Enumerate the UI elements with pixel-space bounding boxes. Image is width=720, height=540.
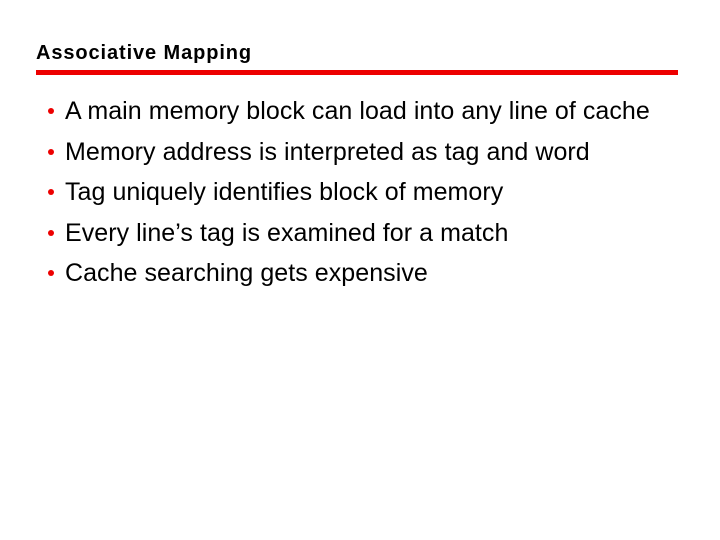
bullet-list: A main memory block can load into any li… [36, 91, 684, 294]
list-item: A main memory block can load into any li… [36, 91, 684, 132]
list-item: Memory address is interpreted as tag and… [36, 132, 684, 173]
list-item: Tag uniquely identifies block of memory [36, 172, 684, 213]
title-underline-rule [36, 70, 678, 75]
list-item-label: Tag uniquely identifies block of memory [65, 178, 504, 206]
red-dot-bullet-icon [48, 270, 54, 276]
red-dot-bullet-icon [48, 108, 54, 114]
red-dot-bullet-icon [48, 229, 54, 236]
list-item-label: Cache searching gets expensive [65, 259, 428, 287]
list-item: Every line’s tag is examined for a match [36, 213, 684, 254]
red-dot-bullet-icon [48, 148, 54, 155]
red-dot-bullet-icon [48, 189, 54, 195]
page-title: Associative Mapping [36, 42, 253, 64]
list-item-label: Memory address is interpreted as tag and… [65, 137, 590, 166]
list-item-label: A main memory block can load into any li… [65, 97, 650, 125]
list-item-label: Every line’s tag is examined for a match [65, 218, 509, 247]
list-item: Cache searching gets expensive [36, 253, 684, 294]
